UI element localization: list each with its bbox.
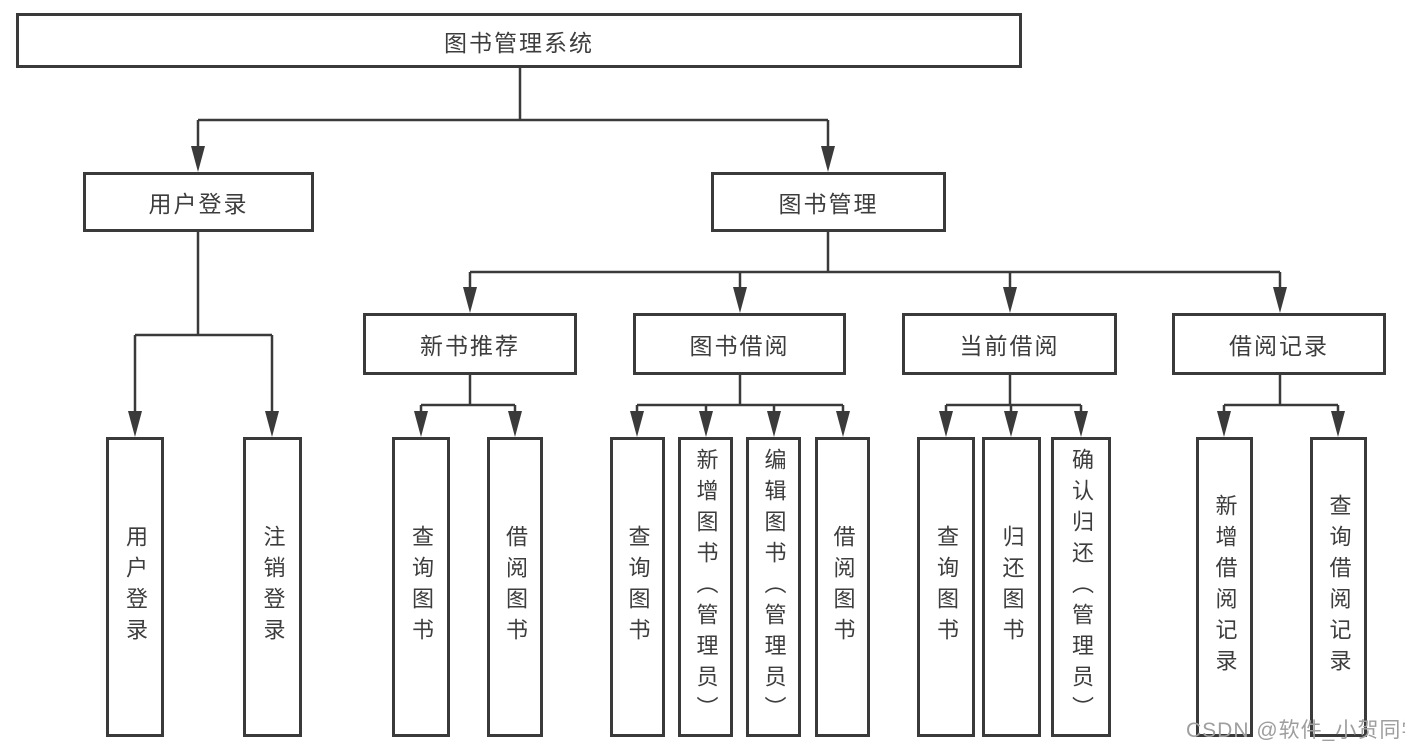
arrowhead-down-icon <box>1074 411 1088 437</box>
leaf-add-borrow-record-label: 新增借阅记录 <box>1212 494 1238 680</box>
arrowhead-down-icon <box>265 411 279 437</box>
node-borrow-records-label: 借阅记录 <box>1229 333 1329 359</box>
leaf-edit-books-admin: 编辑图书（管理员） <box>746 437 801 737</box>
leaf-current-query-books: 查询图书 <box>917 437 975 737</box>
arrowhead-down-icon <box>508 411 522 437</box>
leaf-user-login: 用户登录 <box>106 437 164 737</box>
arrowhead-down-icon <box>1217 411 1231 437</box>
leaf-recommend-borrow-books-label: 借阅图书 <box>503 525 528 649</box>
node-borrow-records: 借阅记录 <box>1172 313 1386 375</box>
arrowhead-down-icon <box>733 287 747 313</box>
arrowhead-down-icon <box>767 411 781 437</box>
leaf-borrowing-query-books-label: 查询图书 <box>625 525 651 649</box>
arrowhead-down-icon <box>191 146 205 172</box>
node-current-borrowing: 当前借阅 <box>902 313 1117 375</box>
arrowhead-down-icon <box>699 411 713 437</box>
csdn-watermark: CSDN @软件_小贺同学 <box>1186 719 1405 742</box>
arrowhead-down-icon <box>414 411 428 437</box>
leaf-recommend-query-books: 查询图书 <box>392 437 450 737</box>
leaf-add-books-admin: 新增图书（管理员） <box>678 437 733 737</box>
leaf-borrowing-query-books: 查询图书 <box>610 437 665 737</box>
arrowhead-down-icon <box>1003 287 1017 313</box>
node-new-book-recommend: 新书推荐 <box>363 313 577 375</box>
leaf-confirm-return-admin: 确认归还（管理员） <box>1051 437 1111 737</box>
arrowhead-down-icon <box>939 411 953 437</box>
leaf-add-books-admin-label: 新增图书（管理员） <box>693 447 719 727</box>
node-user-login-label: 用户登录 <box>148 191 249 217</box>
leaf-query-borrow-record: 查询借阅记录 <box>1310 437 1367 737</box>
node-book-borrowing: 图书借阅 <box>633 313 846 375</box>
node-user-login: 用户登录 <box>83 172 314 232</box>
node-root-label: 图书管理系统 <box>444 29 594 56</box>
leaf-borrowing-borrow-books: 借阅图书 <box>815 437 870 737</box>
node-root: 图书管理系统 <box>16 13 1022 68</box>
arrowhead-down-icon <box>821 146 835 172</box>
leaf-recommend-borrow-books: 借阅图书 <box>487 437 543 737</box>
node-book-management: 图书管理 <box>711 172 946 232</box>
leaf-add-borrow-record: 新增借阅记录 <box>1196 437 1253 737</box>
leaf-recommend-query-books-label: 查询图书 <box>409 525 434 649</box>
leaf-logout: 注销登录 <box>243 437 302 737</box>
leaf-query-borrow-record-label: 查询借阅记录 <box>1326 494 1352 680</box>
leaf-user-login-label: 用户登录 <box>123 525 148 649</box>
node-current-borrowing-label: 当前借阅 <box>959 333 1060 359</box>
arrowhead-down-icon <box>463 287 477 313</box>
leaf-return-books: 归还图书 <box>982 437 1041 737</box>
arrowhead-down-icon <box>1331 411 1345 437</box>
leaf-current-query-books-label: 查询图书 <box>934 525 959 649</box>
leaf-confirm-return-admin-label: 确认归还（管理员） <box>1069 447 1094 727</box>
leaf-logout-label: 注销登录 <box>260 525 286 649</box>
leaf-edit-books-admin-label: 编辑图书（管理员） <box>761 447 787 727</box>
arrowhead-down-icon <box>1004 411 1018 437</box>
arrowhead-down-icon <box>836 411 850 437</box>
arrowhead-down-icon <box>1273 287 1287 313</box>
node-new-book-recommend-label: 新书推荐 <box>420 333 520 359</box>
arrowhead-down-icon <box>128 411 142 437</box>
node-book-management-label: 图书管理 <box>778 191 879 217</box>
node-book-borrowing-label: 图书借阅 <box>689 333 790 359</box>
leaf-borrowing-borrow-books-label: 借阅图书 <box>830 525 856 649</box>
arrowhead-down-icon <box>630 411 644 437</box>
leaf-return-books-label: 归还图书 <box>999 525 1025 649</box>
